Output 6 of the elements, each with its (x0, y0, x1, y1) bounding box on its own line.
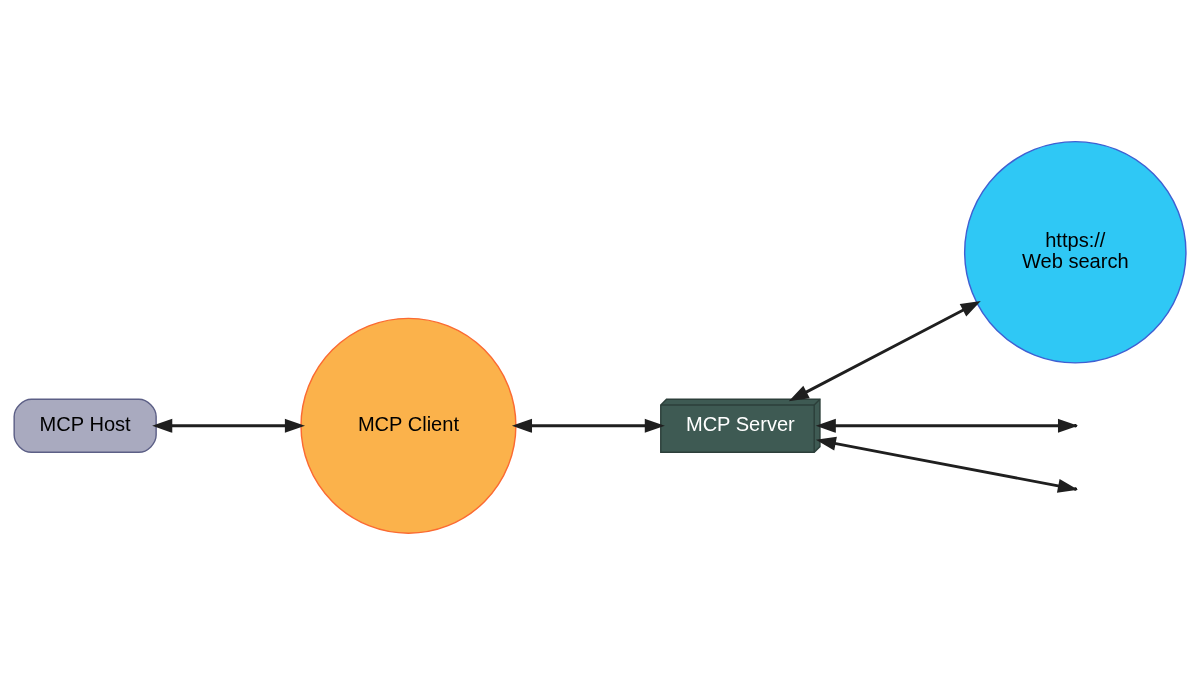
arrow (788, 300, 981, 402)
arrow (152, 418, 305, 433)
arrow (511, 418, 665, 433)
node-circle: https:// Web search (963, 140, 1187, 364)
node-circle: MCP Client (300, 317, 517, 534)
node-box: MCP Host (13, 398, 157, 454)
